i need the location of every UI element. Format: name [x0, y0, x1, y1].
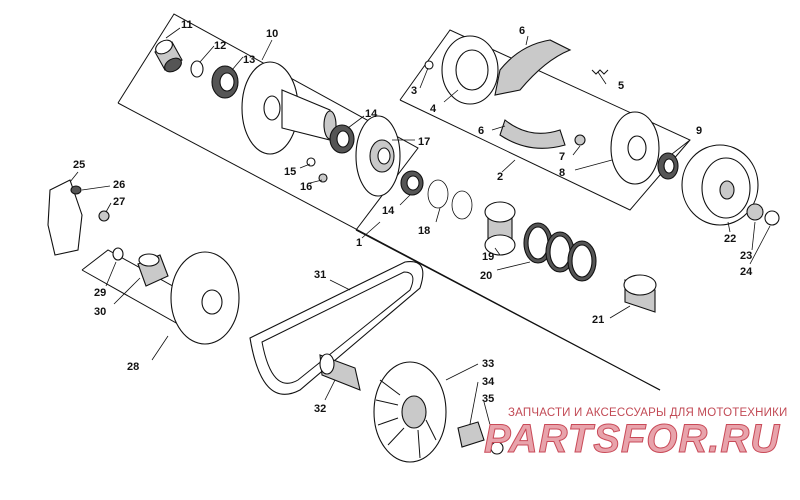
- callout-27: 27: [113, 196, 125, 208]
- part-5-spring: [591, 69, 609, 75]
- callout-19: 19: [482, 251, 494, 263]
- callout-32: 32: [314, 403, 326, 415]
- part-3-bolt: [424, 60, 434, 70]
- callout-16: 16: [300, 181, 312, 193]
- callout-14-upper: 14: [365, 108, 378, 120]
- callout-34: 34: [482, 376, 495, 388]
- callout-31: 31: [314, 269, 326, 281]
- callout-13: 13: [243, 54, 255, 66]
- part-24-nut: [764, 210, 780, 226]
- callout-35: 35: [482, 393, 494, 405]
- callout-26: 26: [113, 179, 125, 191]
- part-31-belt: [249, 260, 424, 395]
- part-25-ramp-plate: [47, 179, 83, 256]
- part-11-bushing: [154, 39, 183, 73]
- part-9-seal: [657, 152, 679, 180]
- callout-10: 10: [266, 28, 278, 40]
- callout-14-lower: 14: [382, 205, 395, 217]
- part-21-cap: [623, 274, 657, 313]
- part-28-pulley-face: [170, 251, 240, 345]
- callout-33: 33: [482, 358, 494, 370]
- callout-25: 25: [73, 159, 85, 171]
- callout-11: 11: [181, 19, 193, 31]
- callout-5: 5: [618, 80, 624, 92]
- callout-labels: 1 2 3 4 5 6 6 7 8 9 10 11 12 13 14 14 15…: [73, 19, 753, 415]
- part-6-shoe-upper: [494, 39, 572, 96]
- watermark-logo: PARTSFOR.RU: [484, 417, 780, 461]
- part-8-carrier: [610, 111, 660, 185]
- part-33-fan: [373, 361, 447, 463]
- part-13-bearing: [211, 65, 239, 99]
- part-20-spring: [523, 222, 597, 282]
- callout-15: 15: [284, 166, 296, 178]
- callout-23: 23: [740, 250, 752, 262]
- watermark-caption: ЗАПЧАСТИ И АКСЕССУАРЫ ДЛЯ МОТОТЕХНИКИ: [508, 407, 788, 419]
- callout-24: 24: [740, 266, 753, 278]
- part-32-collar: [319, 353, 361, 391]
- callout-22: 22: [724, 233, 736, 245]
- callout-9: 9: [696, 125, 702, 137]
- part-7-washer: [574, 134, 586, 146]
- part-29-washer: [112, 247, 124, 261]
- part-19-sleeve: [484, 201, 516, 256]
- part-34-spacer: [457, 421, 485, 448]
- part-18-ring-b: [451, 190, 473, 220]
- part-22-clutch-drum: [681, 144, 759, 226]
- part-27-slider: [98, 210, 110, 222]
- callout-21: 21: [592, 314, 604, 326]
- part-30-bushing: [137, 253, 169, 287]
- callout-20: 20: [480, 270, 492, 282]
- part-23-washer: [746, 203, 764, 221]
- callout-1: 1: [356, 237, 362, 249]
- part-35-nut: [490, 441, 504, 455]
- callout-28: 28: [127, 361, 139, 373]
- part-26-slider: [70, 185, 82, 195]
- callout-3: 3: [411, 85, 417, 97]
- part-6-shoe-lower: [499, 119, 566, 149]
- callout-29: 29: [94, 287, 106, 299]
- callout-18: 18: [418, 225, 430, 237]
- leader-lines: [69, 27, 771, 441]
- part-17-movable-face: [355, 115, 401, 197]
- callout-7: 7: [559, 151, 565, 163]
- part-10-drive-face: [241, 61, 337, 155]
- callout-6-upper: 6: [519, 25, 525, 37]
- callout-12: 12: [214, 40, 226, 52]
- part-12-clip: [190, 60, 204, 78]
- part-4-gasket: [441, 35, 499, 105]
- part-18-ring-a: [427, 179, 449, 209]
- callout-8: 8: [559, 167, 565, 179]
- callout-4: 4: [430, 103, 437, 115]
- callout-30: 30: [94, 306, 106, 318]
- callout-2: 2: [497, 171, 503, 183]
- callout-17: 17: [418, 136, 430, 148]
- callout-6-lower: 6: [478, 125, 484, 137]
